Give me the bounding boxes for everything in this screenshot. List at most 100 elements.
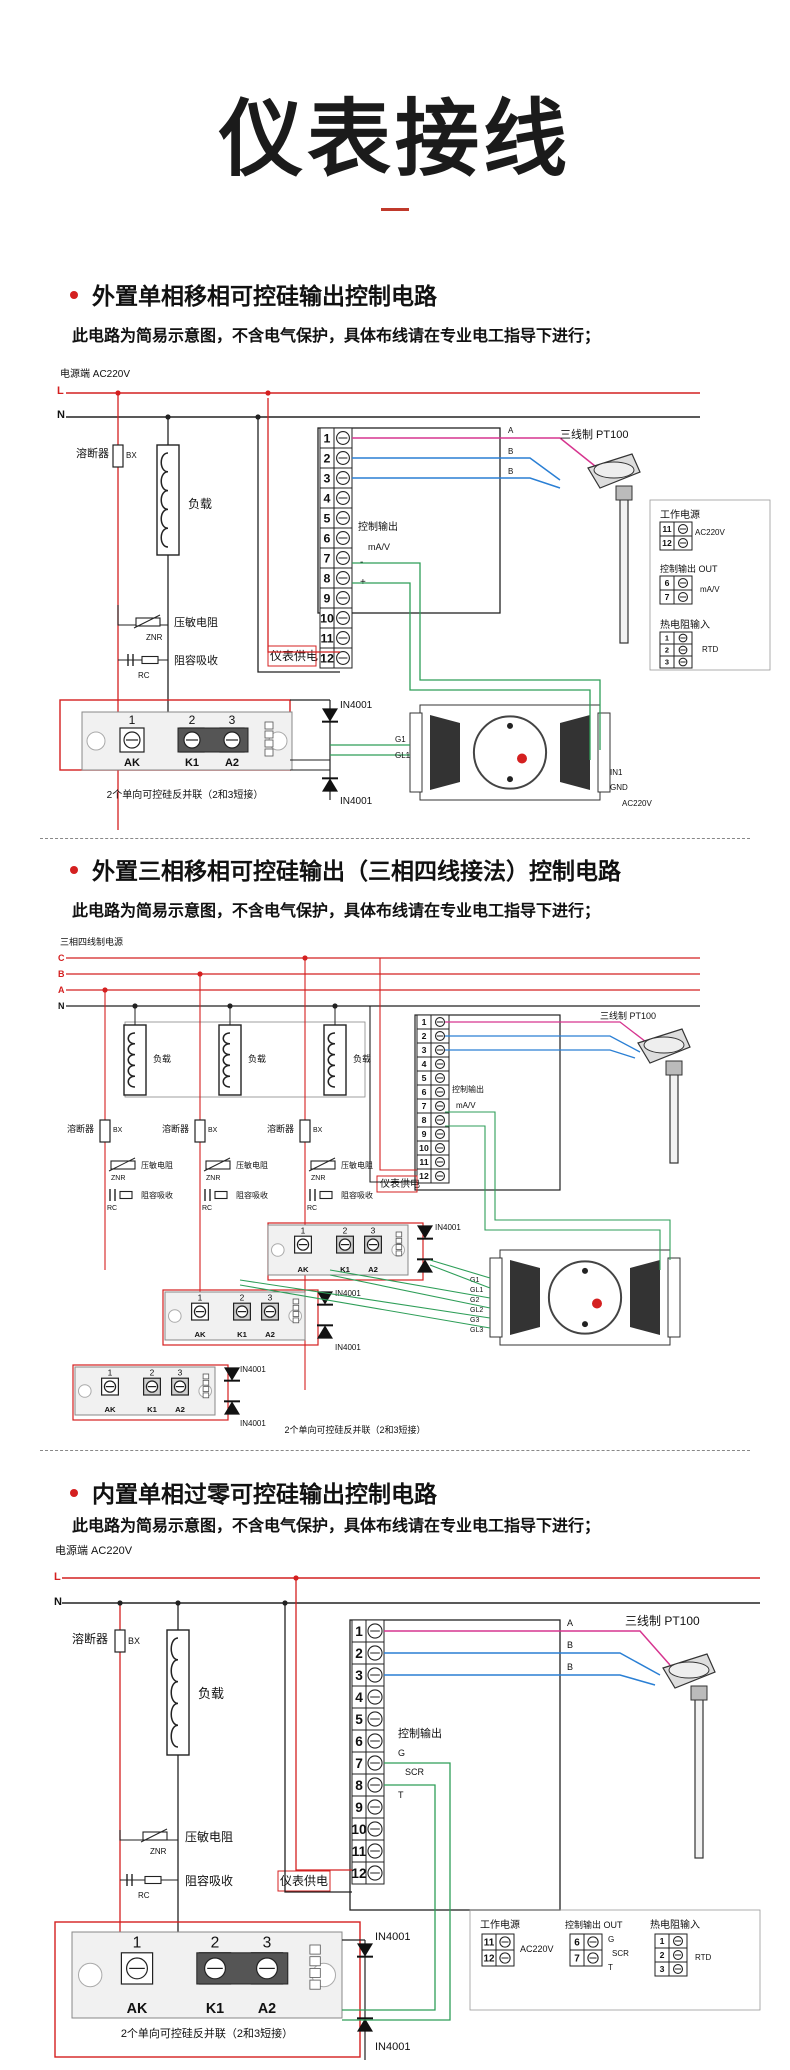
gate-pin [292,1311,300,1317]
rc-label: RC [138,671,150,680]
resistor-icon [119,1190,133,1200]
terminal-number: 12 [351,1866,367,1881]
diode-icon [322,708,338,722]
fuse-label: 溶断器 [72,1631,108,1646]
terminal-number: 2 [355,1646,363,1661]
fuse-icon [99,1119,111,1143]
fuse-label: 溶断器 [162,1123,189,1134]
scr-caption: 2个单向可控硅反并联（2和3短接） [107,788,264,801]
terminal-number: 11 [484,1938,495,1949]
varistor-icon [135,617,161,627]
varistor-slash [133,614,161,629]
ac220v-label: AC220V [695,528,725,537]
znr-label: ZNR [311,1175,325,1182]
control-output-wire [342,1784,436,2011]
scr-terminal-number: 2 [189,713,196,727]
supply-live-wire [379,958,417,1171]
indicator-led-icon [592,1298,602,1309]
terminal-number: 4 [324,491,331,505]
section3-note: 此电路为简易示意图，不含电气保护，具体布线请在专业电工指导下进行； [72,1518,601,1535]
power-source-label: 电源端 AC220V [55,1543,133,1557]
resistor-icon [319,1190,333,1200]
terminal-number: 6 [355,1734,363,1749]
supply-neutral-wire [369,1006,417,1183]
control-output-wire [342,1762,451,2021]
t-label: T [608,1963,613,1972]
bx-label: BX [128,1636,140,1646]
wire-B-label: B [567,1640,573,1650]
potentiometer-dial-icon [547,1260,623,1335]
scr-terminal-label: K1 [147,1405,158,1414]
control-output-label: 控制输出 [452,1084,484,1094]
diode-icon [357,2018,373,2032]
bx-label: BX [208,1127,218,1134]
fuse-label: 溶断器 [67,1123,94,1134]
gate-label: G1 [470,1277,479,1284]
gate-pin [395,1244,403,1250]
line-N-label: N [57,409,65,421]
rc-absorb-label: 阻容吸收 [185,1873,233,1888]
pt100-cap [593,461,635,479]
junction-dot [293,1575,299,1581]
junction-dot [115,390,121,396]
terminal-number: 12 [483,1954,495,1965]
board-terminal-strip-left [409,712,423,793]
scr-terminal-label: AK [297,1265,309,1274]
load-label: 负载 [188,497,212,511]
rc-absorb-label: 阻容吸收 [174,653,218,667]
diode-icon [317,1291,333,1305]
rc-absorb-label: 阻容吸收 [141,1190,173,1200]
terminal-number: 5 [355,1712,363,1727]
pt100-fitting [665,1060,683,1076]
fuse-icon [194,1119,206,1143]
scr-terminal-number: 1 [108,1367,113,1377]
terminal-number: 5 [422,1073,427,1083]
terminal-number: 8 [324,571,331,585]
pt100-cap [643,1036,685,1054]
supply-label: 仪表供电 [270,649,318,663]
terminal-number: 7 [574,1954,580,1965]
varistor-icon [142,1831,168,1841]
varistor-icon [110,1160,136,1170]
scr-terminal-number: 3 [229,713,236,727]
terminal-number: 4 [355,1690,363,1705]
scr-terminal-label: A2 [225,757,239,769]
supply-live-wire [295,1578,352,1871]
diode-label: IN4001 [375,2041,410,2053]
rc-label: RC [307,1205,317,1212]
terminal-number: 2 [665,646,669,655]
scr-boundary [72,1364,229,1421]
scr-boundary [54,1921,361,2058]
resistor-icon [214,1190,228,1200]
junction-dot [102,987,108,993]
work-power-label: 工作电源 [480,1918,520,1931]
fuse-label: 溶断器 [76,446,109,460]
mount-hole-icon [86,731,106,751]
scr-caption: 2个单向可控硅反并联（2和3短接） [284,1424,425,1435]
ma-v-label: mA/V [456,1101,476,1110]
load-box [156,444,180,556]
board-rail [630,1260,660,1335]
gate-pin [309,1956,321,1967]
diode-label: IN4001 [335,1343,361,1352]
wire-B-label: B [508,467,513,476]
supply-neutral-wire [257,417,340,673]
scr-terminal-number: 2 [211,1935,220,1952]
terminal-number: 11 [320,631,333,645]
load-label: 负载 [353,1053,371,1064]
pt100-cap [668,1661,710,1679]
control-output-label: 控制输出 [398,1726,442,1740]
varistor-label: 压敏电阻 [174,615,218,629]
control-output-wire [352,582,591,760]
junction-dot [302,955,308,961]
scr-terminal-label: A2 [175,1405,185,1414]
section2-heading: 外置三相移相可控硅输出（三相四线接法）控制电路 [70,852,621,886]
load-coil-icon [222,1032,231,1088]
scr-terminal-label: A2 [265,1330,275,1339]
terminal-number: 11 [662,524,671,534]
scr-terminal-number: 3 [263,1935,272,1952]
scr-terminal-label: K1 [185,757,199,769]
pt100-wire-B2 [352,477,561,489]
junction-dot [255,414,261,420]
ac220v-label: AC220V [520,1944,554,1954]
